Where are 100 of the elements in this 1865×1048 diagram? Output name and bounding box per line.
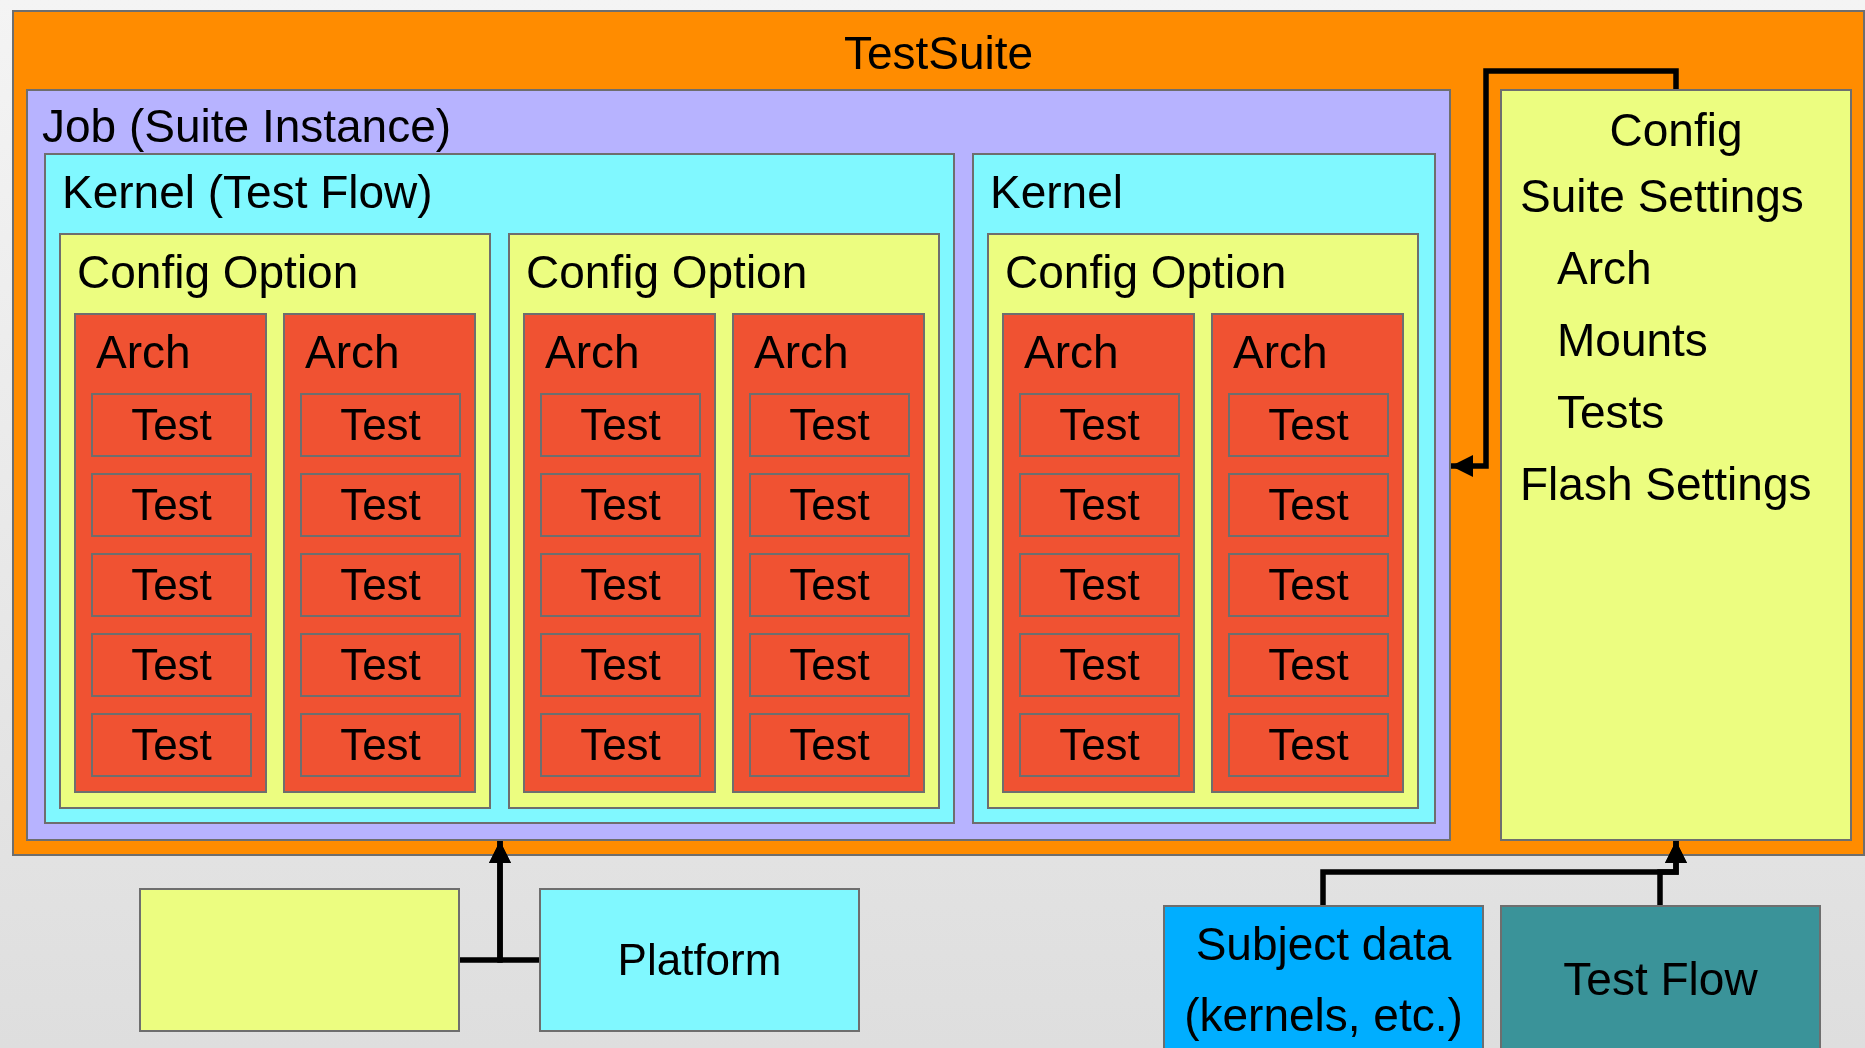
box-heading: Arch	[754, 327, 849, 378]
box-label: Test	[130, 480, 213, 530]
box-label: Test	[1267, 640, 1350, 690]
box-label: Test	[339, 560, 422, 610]
box-label: Test	[788, 560, 871, 610]
test-box	[540, 473, 701, 537]
test-box	[1228, 633, 1389, 697]
arrow	[489, 841, 539, 963]
box-label: Test	[1058, 720, 1141, 770]
setting-label: Suite Settings	[1520, 171, 1804, 222]
process-box	[139, 888, 460, 1032]
box-heading: Config Option	[1005, 247, 1287, 298]
box-label: Platform	[616, 935, 783, 985]
container-box	[508, 233, 940, 809]
test-box	[1019, 633, 1180, 697]
box-label: Test	[579, 720, 662, 770]
box-label: Test	[130, 560, 213, 610]
test-box	[300, 713, 461, 777]
container-box	[732, 313, 925, 793]
box-label: Test	[130, 640, 213, 690]
panel-heading: Config	[1608, 105, 1744, 156]
container-box	[523, 313, 716, 793]
test-box	[1019, 553, 1180, 617]
container-box	[987, 233, 1419, 809]
box-label: Subject data (kernels, etc.)	[1183, 916, 1464, 1043]
box-heading: Arch	[96, 327, 191, 378]
box-label: Test	[579, 400, 662, 450]
box-label: Test	[1267, 560, 1350, 610]
container-box	[59, 233, 491, 809]
box-heading: Arch	[305, 327, 400, 378]
box-label: Test	[339, 640, 422, 690]
arrow	[1451, 68, 1679, 477]
box-label: Test	[788, 480, 871, 530]
setting-label: Flash Settings	[1520, 459, 1812, 510]
test-box	[91, 713, 252, 777]
box-label: Test	[130, 400, 213, 450]
box-label: Test	[339, 400, 422, 450]
arrow	[1657, 841, 1687, 905]
box-label: Test	[339, 480, 422, 530]
test-box	[1019, 393, 1180, 457]
container-box	[972, 153, 1436, 824]
test-box	[1228, 553, 1389, 617]
container-box	[1211, 313, 1404, 793]
test-box	[300, 473, 461, 537]
test-box	[91, 473, 252, 537]
test-box	[749, 393, 910, 457]
test-box	[540, 393, 701, 457]
box-heading: Job (Suite Instance)	[42, 101, 452, 152]
box-heading: Arch	[1024, 327, 1119, 378]
test-box	[91, 553, 252, 617]
test-box	[540, 633, 701, 697]
test-box	[91, 633, 252, 697]
setting-label: Tests	[1557, 387, 1665, 438]
test-box	[1228, 713, 1389, 777]
setting-label: Arch	[1557, 243, 1652, 294]
box-label: Test Flow	[1562, 952, 1759, 1008]
container-box	[44, 153, 955, 824]
suite-panel	[12, 10, 1865, 856]
test-box	[1019, 713, 1180, 777]
test-box	[540, 713, 701, 777]
process-box	[1500, 905, 1821, 1048]
process-box	[539, 888, 860, 1032]
setting-label: Mounts	[1557, 315, 1708, 366]
box-heading: TestSuite	[842, 28, 1035, 79]
test-box	[749, 473, 910, 537]
box-label: Test	[579, 480, 662, 530]
test-box	[300, 393, 461, 457]
box-label: Test	[1058, 480, 1141, 530]
box-label: Test	[788, 720, 871, 770]
test-box	[749, 633, 910, 697]
box-label: Test	[788, 400, 871, 450]
test-box	[300, 553, 461, 617]
box-label: Test	[1267, 480, 1350, 530]
test-box	[540, 553, 701, 617]
test-box	[91, 393, 252, 457]
test-box	[1019, 473, 1180, 537]
box-heading: Kernel (Test Flow)	[62, 167, 433, 218]
box-label: Test	[1058, 560, 1141, 610]
box-label: Test	[1267, 720, 1350, 770]
test-box	[749, 553, 910, 617]
box-label: Test	[130, 720, 213, 770]
box-label: Test	[788, 640, 871, 690]
box-heading: Config Option	[526, 247, 808, 298]
config-panel	[1500, 89, 1852, 841]
box-heading: Arch	[1233, 327, 1328, 378]
container-box	[1002, 313, 1195, 793]
box-heading: Arch	[545, 327, 640, 378]
test-box	[749, 713, 910, 777]
box-label: Test	[1058, 400, 1141, 450]
box-heading: Config Option	[77, 247, 359, 298]
box-label: Test	[579, 640, 662, 690]
test-box	[1228, 473, 1389, 537]
container-box	[283, 313, 476, 793]
test-box	[300, 633, 461, 697]
box-label: Test	[1058, 640, 1141, 690]
container-box	[74, 313, 267, 793]
box-label: Test	[339, 720, 422, 770]
test-box	[1228, 393, 1389, 457]
box-heading: Kernel	[990, 167, 1123, 218]
container-box	[26, 89, 1451, 841]
